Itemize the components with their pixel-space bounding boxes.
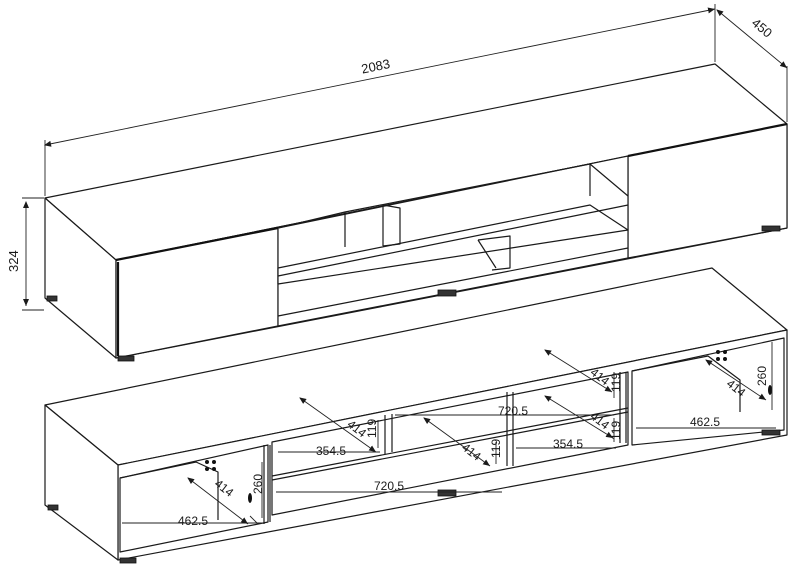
upper-divider <box>382 204 401 247</box>
dim-center-lower-height: 119 <box>489 439 503 458</box>
lower-divider <box>477 235 511 271</box>
foot <box>437 489 457 497</box>
foot <box>761 429 781 436</box>
pin-hole <box>212 467 216 471</box>
dim-small-right-depth-line <box>544 395 614 439</box>
top-unit-center-shelf <box>277 204 629 285</box>
lower-divider-edge <box>477 239 497 269</box>
dim-small-left-height: 119 <box>365 419 379 438</box>
foot <box>119 557 137 564</box>
foot <box>117 355 135 362</box>
foot <box>761 225 781 232</box>
dim-right-depth-line <box>705 359 767 401</box>
foot <box>46 295 58 302</box>
cam-hole <box>248 493 252 503</box>
dim-tick <box>249 515 259 525</box>
dim-left-height: 260 <box>251 474 265 494</box>
right-compartment <box>631 337 785 446</box>
dim-right-height: 260 <box>755 366 769 386</box>
dim-length-line <box>44 7 716 147</box>
cam-hole <box>768 385 772 395</box>
pin-hole <box>205 460 209 464</box>
dim-center-lower-depth-line <box>423 417 491 467</box>
dim-left-width: 462.5 <box>178 514 208 528</box>
dim-length-label: 2083 <box>360 56 391 76</box>
dim-center-upper-width: 720.5 <box>498 404 528 418</box>
dim-small-right-width: 354.5 <box>553 437 583 451</box>
dim-upper-right-height: 119 <box>609 373 623 392</box>
top-unit: 2083 450 324 <box>6 4 788 362</box>
dim-height-label: 324 <box>6 250 21 272</box>
dim-center-lower-width: 720.5 <box>374 479 404 493</box>
dim-small-left-depth-line <box>299 397 377 453</box>
foot <box>47 504 59 511</box>
opening-bottom <box>277 247 629 317</box>
pin-hole <box>716 357 720 361</box>
dim-left-depth-line <box>187 477 249 525</box>
pin-hole <box>205 467 209 471</box>
pin-hole <box>212 460 216 464</box>
bottom-unit: 462.5 414 260 720.5 414 119 414 354.5 11… <box>44 267 788 564</box>
foot <box>437 289 457 297</box>
dim-depth-line <box>716 9 788 69</box>
pin-hole <box>716 350 720 354</box>
dim-right-width: 462.5 <box>690 415 720 429</box>
left-compartment <box>119 444 269 553</box>
dim-small-right-height: 119 <box>609 421 623 440</box>
dim-upper-right-depth-line <box>544 349 613 393</box>
pin-hole <box>723 350 727 354</box>
center-compartment <box>271 371 629 516</box>
dim-depth-label: 450 <box>749 15 775 40</box>
dim-small-left-width: 354.5 <box>316 444 346 458</box>
shelf-front-edge <box>277 204 629 277</box>
pin-hole <box>723 357 727 361</box>
left-door-top-edge <box>115 226 279 262</box>
bottom-unit-left-side <box>44 404 119 561</box>
